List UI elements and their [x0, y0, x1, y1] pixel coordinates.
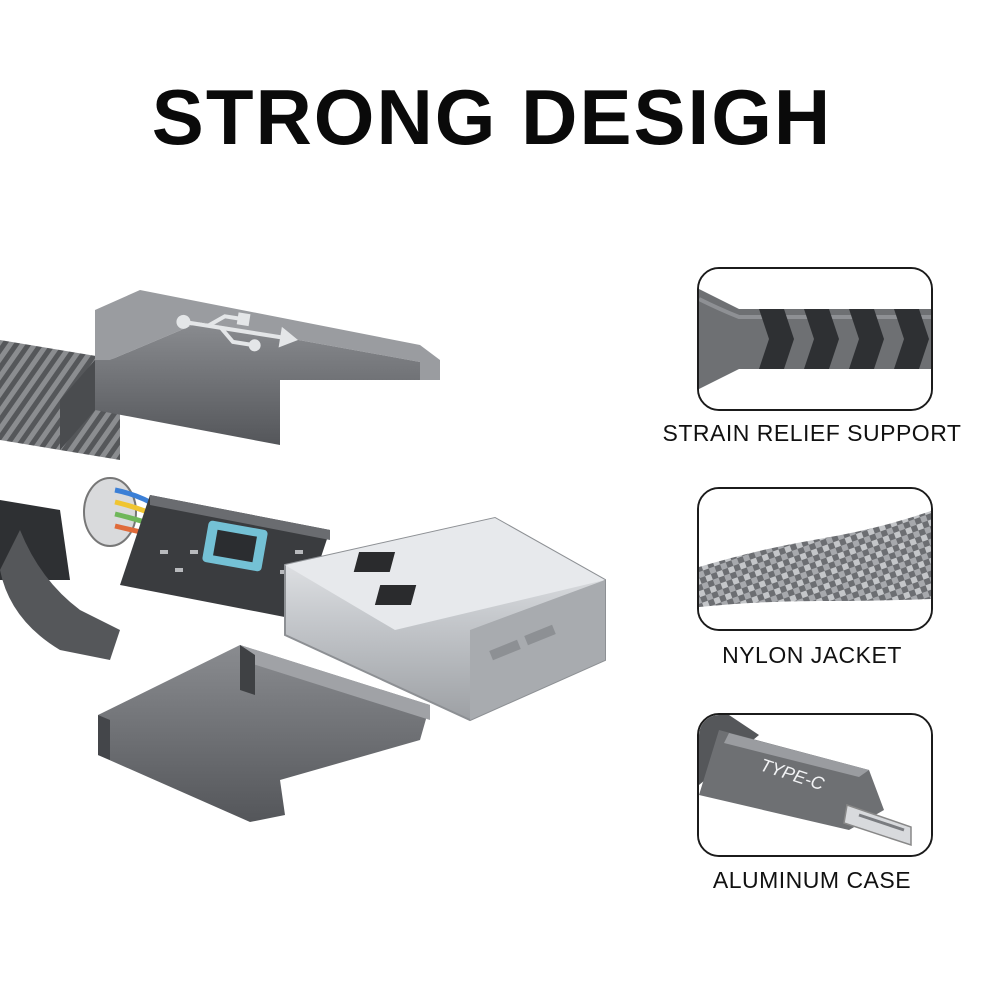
aluminum-case-label: ALUMINUM CASE — [712, 867, 912, 893]
strain-relief-feature-box — [697, 267, 933, 411]
bottom-housing — [98, 645, 430, 822]
plug-slot — [353, 552, 396, 572]
nylon-jacket-label: NYLON JACKET — [722, 642, 902, 668]
strain-relief-icon — [699, 269, 931, 409]
plug-slot — [374, 585, 417, 605]
usb-icon — [176, 312, 298, 352]
usb-exploded-illustration — [0, 290, 606, 822]
type-c-connector-icon: TYPE-C — [699, 715, 931, 855]
top-housing — [60, 290, 440, 450]
circuit-board — [120, 495, 330, 620]
aluminum-case-feature-box: TYPE-C — [697, 713, 933, 857]
strain-relief-label: STRAIN RELIEF SUPPORT — [662, 420, 962, 446]
nylon-braid-icon — [699, 489, 931, 629]
nylon-jacket-feature-box — [697, 487, 933, 631]
usb-a-plug — [284, 516, 606, 722]
page-title: STRONG DESIGH — [151, 73, 833, 161]
